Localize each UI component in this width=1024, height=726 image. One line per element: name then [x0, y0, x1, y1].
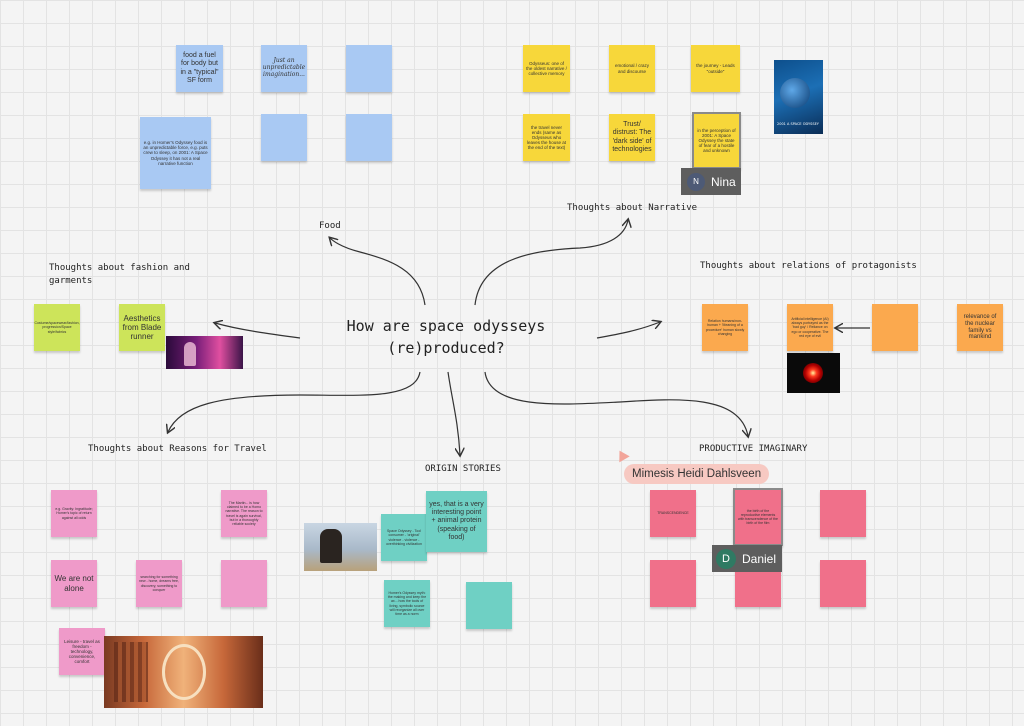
arrow-to-protagonists	[596, 322, 660, 339]
arrow-to-travel	[168, 371, 421, 432]
sticky-note-imaginary-empty-4[interactable]	[820, 560, 866, 607]
sticky-note-origin-tool-consumer[interactable]: Space Odyssey - Tool consumer - 'origina…	[381, 514, 427, 561]
sticky-note-travel-martian[interactable]: The Martin... is how claimed to be a Hom…	[221, 490, 267, 537]
central-question-line2: (re)produced?	[387, 338, 505, 357]
collaborator-cursor-nina: N Nina	[681, 168, 741, 195]
arrow-to-food	[330, 238, 426, 306]
central-question[interactable]: How are space odysseys (re)produced?	[330, 316, 562, 360]
sticky-note-food-empty-2[interactable]	[261, 114, 307, 161]
sticky-note-narrative-trust[interactable]: Trust/ distrust: The 'dark side' of tech…	[609, 114, 655, 161]
ring-shape	[162, 644, 206, 700]
planet-shape	[780, 78, 810, 108]
label-productive-imaginary[interactable]: PRODUCTIVE IMAGINARY	[699, 444, 808, 454]
sticky-note-travel-gravity[interactable]: e.g. Gravity: Ingratitude; Homer's topic…	[51, 490, 97, 537]
sticky-note-travel-empty[interactable]	[221, 560, 267, 607]
central-question-line1: How are space odysseys	[346, 317, 546, 335]
sticky-note-origin-empty[interactable]	[466, 582, 512, 629]
figure-shape	[184, 342, 196, 366]
label-fashion-line1: Thoughts about fashion and	[49, 263, 190, 273]
label-protagonists[interactable]: Thoughts about relations of protagonists	[700, 261, 917, 271]
sticky-note-travel-not-alone[interactable]: We are not alone	[51, 560, 97, 607]
sticky-note-narrative-travel-never-ends[interactable]: the travel never ends (same as Odysseus …	[523, 114, 570, 161]
sticky-note-protagonists-empty[interactable]	[872, 304, 918, 351]
collaborator-name: Nina	[711, 174, 736, 189]
label-fashion[interactable]: Thoughts about fashion and garments	[49, 262, 190, 287]
sticky-note-food-empty-1[interactable]	[346, 45, 392, 92]
arrow-to-fashion	[215, 323, 301, 339]
image-hal-9000-eye[interactable]	[787, 353, 840, 393]
sticky-note-food-fuel[interactable]: food a fuel for body but in a "typical" …	[176, 45, 223, 92]
label-origin-stories[interactable]: ORIGIN STORIES	[425, 464, 501, 474]
sticky-note-travel-leisure[interactable]: Leisure - travel as freedom - technology…	[59, 628, 105, 675]
collaborator-name: Daniel	[742, 551, 777, 566]
avatar: D	[716, 548, 736, 569]
arrow-to-imaginary	[484, 371, 748, 436]
label-fashion-line2: garments	[49, 275, 93, 286]
sticky-note-protagonists-relation[interactable]: Relation humans/non-human + 'Meaning of …	[702, 304, 748, 351]
sticky-note-protagonists-ai[interactable]: Artificial intelligence (AI) always port…	[787, 304, 833, 351]
sticky-note-imaginary-birth[interactable]: the birth of the reproductive elements w…	[733, 488, 783, 546]
image-book-cover[interactable]: 2001 A SPACE ODYSSEY	[774, 60, 823, 134]
book-cover-title: 2001 A SPACE ODYSSEY	[777, 122, 819, 126]
sticky-note-food-homer[interactable]: e.g. in Homer's Odyssey food is an unpre…	[140, 117, 211, 189]
sticky-note-imaginary-empty-2[interactable]	[650, 560, 696, 607]
image-ape-still[interactable]	[304, 523, 377, 571]
image-blade-runner-still[interactable]	[166, 336, 243, 369]
sticky-note-imaginary-empty-1[interactable]	[820, 490, 866, 537]
arrow-to-narrative	[474, 220, 628, 306]
label-food[interactable]: Food	[319, 221, 341, 231]
collaborator-cursor-daniel: D Daniel	[712, 545, 782, 572]
collaborator-name: Mimesis Heidi Dahlsveen	[632, 468, 762, 480]
red-eye-shape	[803, 363, 823, 383]
avatar: N	[687, 172, 705, 191]
sticky-note-origin-animal-protein[interactable]: yes, that is a very interesting point + …	[426, 491, 487, 552]
sticky-note-fashion-spacewear[interactable]: Costume/spacewear/fashion, progression/S…	[34, 304, 80, 351]
collaborator-cursor-mimesis: Mimesis Heidi Dahlsveen	[624, 464, 770, 484]
arrow-to-origin	[447, 371, 460, 455]
sticky-note-narrative-journey[interactable]: the journey - Leads "outside"	[691, 45, 740, 92]
ape-shape	[320, 529, 342, 563]
sticky-note-narrative-emotional[interactable]: emotional / crazy and discourse	[609, 45, 655, 92]
sticky-note-fashion-blade-runner[interactable]: Aesthetics from Blade runner	[119, 304, 165, 351]
sticky-note-narrative-odysseus[interactable]: Odysseus: one of the oldest narrative / …	[523, 45, 570, 92]
sticky-note-food-empty-3[interactable]	[346, 114, 392, 161]
image-spaceship-interior[interactable]	[104, 636, 263, 708]
sticky-note-origin-homer-myth[interactable]: Homer's Odyssey myth: the making and kee…	[384, 580, 430, 627]
sticky-note-food-imagination[interactable]: Just an unpredictable imagination...	[261, 45, 307, 92]
sticky-note-protagonists-nuclear-family[interactable]: relevance of the nuclear family vs manki…	[957, 304, 1003, 351]
sticky-note-travel-searching[interactable]: searching for something new - home, drea…	[136, 560, 182, 607]
label-narrative[interactable]: Thoughts about Narrative	[567, 203, 698, 213]
sticky-note-narrative-perception[interactable]: in the perception of 2001: A Space Odyss…	[692, 112, 741, 169]
sticky-note-imaginary-transcendence[interactable]: TRANSCENDENCE	[650, 490, 696, 537]
label-travel[interactable]: Thoughts about Reasons for Travel	[88, 444, 267, 454]
panel-shape	[114, 642, 148, 702]
